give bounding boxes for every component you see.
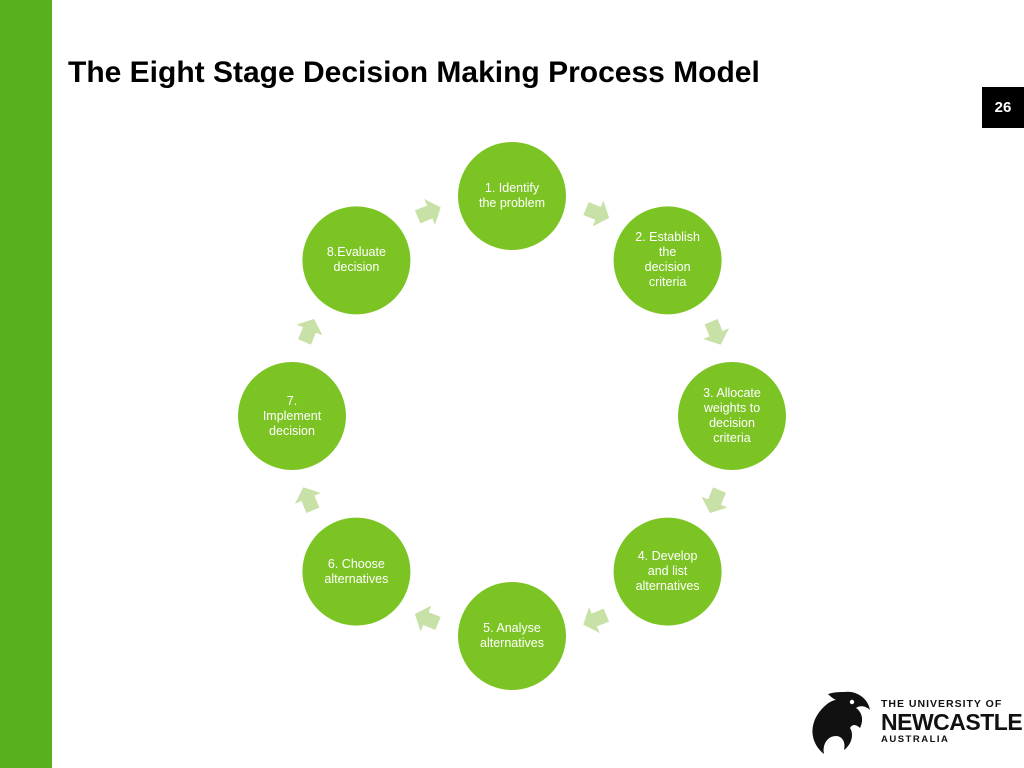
page-number-badge: 26	[982, 87, 1024, 128]
logo-line-university: THE UNIVERSITY OF	[881, 698, 1003, 710]
logo-wordmark: THE UNIVERSITY OF NEWCASTLE AUSTRALIA	[881, 698, 1023, 745]
stage-node	[678, 362, 786, 470]
stage-label: 1. Identify the problem	[478, 181, 545, 210]
flow-arrow	[583, 607, 610, 633]
flow-arrow	[703, 318, 729, 345]
stage-node	[458, 582, 566, 690]
stage-label: 8.Evaluate decision	[326, 245, 386, 275]
slide-title: The Eight Stage Decision Making Process …	[68, 56, 760, 89]
flow-arrow	[414, 199, 441, 225]
stage-label: 7. Implement decision	[262, 393, 322, 438]
stage-label: 5. Analyse alternatives	[480, 621, 544, 650]
logo-line-newcastle: NEWCASTLE	[881, 709, 1023, 735]
stage-node	[238, 362, 346, 470]
stage-node	[458, 142, 566, 250]
accent-sidebar-bar	[0, 0, 52, 768]
stage-label: 2. Establish the decision criteria	[635, 230, 700, 290]
stage-node	[613, 517, 722, 626]
university-logo: THE UNIVERSITY OF NEWCASTLE AUSTRALIA	[806, 688, 1023, 758]
logo-line-australia: AUSTRALIA	[881, 734, 950, 745]
stage-node	[302, 517, 411, 626]
seahorse-icon	[812, 691, 870, 754]
stage-label: 3. Allocate weights to decision criteria	[703, 386, 761, 445]
flow-arrow	[701, 487, 728, 514]
flow-arrow	[295, 487, 321, 514]
stage-node	[613, 206, 722, 315]
flow-arrow	[414, 605, 441, 632]
flow-arrow	[583, 200, 610, 227]
flow-arrow	[296, 318, 323, 345]
stage-node	[302, 206, 411, 315]
stage-label: 4. Develop and list alternatives	[635, 549, 700, 594]
stage-label: 6. Choose alternatives	[324, 556, 389, 586]
